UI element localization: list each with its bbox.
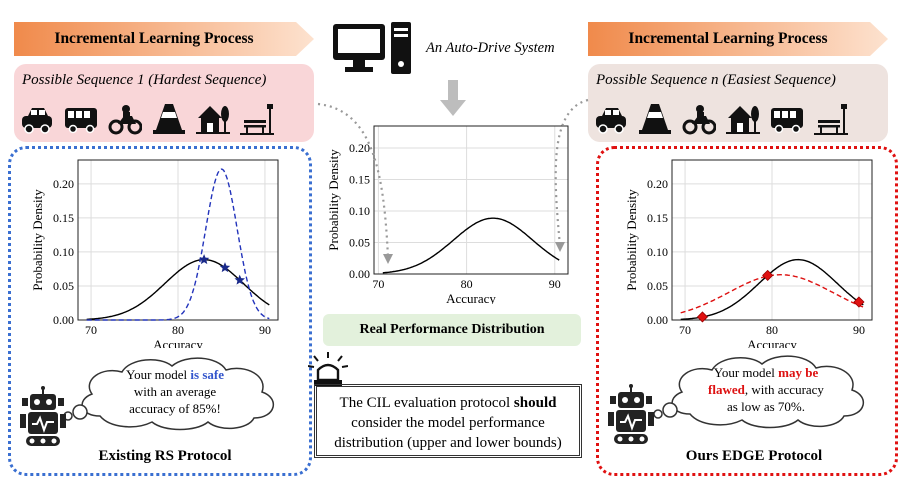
house-icon	[196, 106, 230, 134]
car-icon	[22, 108, 52, 134]
arrow-banner-shape	[588, 22, 888, 56]
traffic-cone-icon	[153, 104, 185, 134]
bench-icon	[814, 104, 848, 135]
x-tick-label: 70	[85, 323, 97, 337]
y-tick-label: 0.15	[53, 211, 74, 225]
bus-icon	[771, 108, 803, 134]
bus-icon	[65, 108, 97, 134]
y-tick-label: 0.15	[647, 211, 668, 225]
right-cloud-text: Your model may be flawed, with accuracy …	[676, 364, 856, 415]
edge-protocol-panel	[596, 146, 898, 476]
cloud-line3: accuracy of 85%!	[129, 401, 221, 416]
motorcycle-icon	[108, 105, 142, 135]
arrow-banner-shape	[14, 22, 314, 56]
y-tick-label: 0.00	[53, 313, 74, 327]
star-marker	[234, 274, 245, 285]
y-tick-label: 0.05	[647, 279, 668, 293]
y-axis-label: Probability Density	[30, 189, 45, 291]
y-tick-label: 0.10	[647, 245, 668, 259]
robot-icon	[608, 384, 654, 451]
motorcycle-icon	[682, 105, 716, 135]
statement-text: consider the model performance distribut…	[334, 415, 562, 451]
robot-icon	[20, 386, 66, 453]
y-tick-label: 0.00	[647, 313, 668, 327]
thought-cloud	[653, 355, 864, 429]
y-axis-label: Probability Density	[624, 189, 639, 291]
banner-title: Incremental Learning Process	[628, 30, 828, 47]
y-tick-label: 0.05	[53, 279, 74, 293]
left-sequence-box: Possible Sequence 1 (Hardest Sequence)	[14, 64, 314, 142]
banner-title: Incremental Learning Process	[54, 30, 254, 47]
diamond-marker	[762, 269, 774, 281]
computer-icon	[333, 20, 413, 81]
y-tick-label: 0.15	[349, 173, 370, 187]
down-arrow-icon	[440, 80, 466, 125]
x-tick-label: 70	[372, 277, 384, 291]
x-axis-label: Accuracy	[446, 291, 496, 304]
y-tick-label: 0.10	[349, 204, 370, 218]
cloud-line1: Your model	[125, 367, 191, 382]
x-tick-label: 70	[679, 323, 691, 337]
right-sequence-box: Possible Sequence n (Easiest Sequence)	[588, 64, 888, 142]
x-tick-label: 80	[766, 323, 778, 337]
y-tick-label: 0.20	[647, 177, 668, 191]
real-distribution-label: Real Performance Distribution	[323, 314, 581, 346]
solid-series-line	[382, 217, 560, 274]
thought-cloud	[63, 357, 274, 431]
left-cloud-text: Your model is safe with an average accur…	[90, 366, 260, 417]
x-tick-label: 90	[259, 323, 271, 337]
y-axis-label: Probability Density	[326, 149, 341, 251]
solid-series-line	[680, 258, 864, 321]
flawed-emphasis: flawed	[708, 382, 745, 397]
y-tick-label: 0.20	[53, 177, 74, 191]
siren-icon	[307, 352, 349, 393]
sequence-title: Possible Sequence n (Easiest Sequence)	[596, 72, 836, 88]
y-tick-label: 0.05	[349, 236, 370, 250]
flawed-emphasis: may be	[778, 365, 819, 380]
system-label: An Auto-Drive System	[426, 40, 555, 56]
edge-protocol-label: Ours EDGE Protocol	[685, 448, 823, 464]
diamond-marker	[853, 296, 865, 308]
house-icon	[726, 106, 760, 134]
sequence-icons	[20, 102, 274, 136]
x-tick-label: 90	[549, 277, 561, 291]
statement-emphasis: should	[513, 395, 557, 411]
incremental-learning-banner-right: Incremental Learning Process	[588, 22, 888, 56]
x-tick-label: 80	[461, 277, 473, 291]
incremental-learning-banner-left: Incremental Learning Process	[14, 22, 314, 56]
x-axis-label: Accuracy	[747, 337, 797, 348]
y-tick-label: 0.10	[53, 245, 74, 259]
x-axis-label: Accuracy	[153, 337, 203, 348]
cloud-line2: with an average	[133, 384, 217, 399]
y-tick-label: 0.20	[349, 141, 370, 155]
cloud-line1: Your model	[713, 365, 779, 380]
dashed-series-line	[86, 168, 270, 321]
existing-rs-protocol-label: Existing RS Protocol	[98, 448, 232, 464]
plot-area	[374, 126, 568, 274]
x-tick-label: 80	[172, 323, 184, 337]
star-marker	[219, 262, 231, 273]
plot-frame	[77, 159, 279, 321]
cloud-line2: , with accuracy	[744, 382, 824, 397]
cil-statement-box: The CIL evaluation protocol should consi…	[314, 384, 582, 458]
diamond-marker	[696, 311, 709, 323]
y-tick-label: 0.00	[349, 267, 370, 281]
plot-frame	[671, 159, 873, 321]
cloud-line3: as low as 70%.	[727, 399, 805, 414]
safe-emphasis: is safe	[190, 367, 224, 382]
star-marker	[198, 254, 210, 265]
car-icon	[596, 108, 626, 134]
statement-text: The CIL evaluation protocol	[339, 395, 514, 411]
bench-icon	[240, 104, 274, 135]
sequence-title: Possible Sequence 1 (Hardest Sequence)	[22, 72, 267, 88]
x-tick-label: 90	[853, 323, 865, 337]
plot-frame	[373, 125, 569, 275]
sequence-icons	[594, 102, 848, 136]
traffic-cone-icon	[639, 104, 671, 134]
existing-rs-panel	[8, 146, 312, 476]
